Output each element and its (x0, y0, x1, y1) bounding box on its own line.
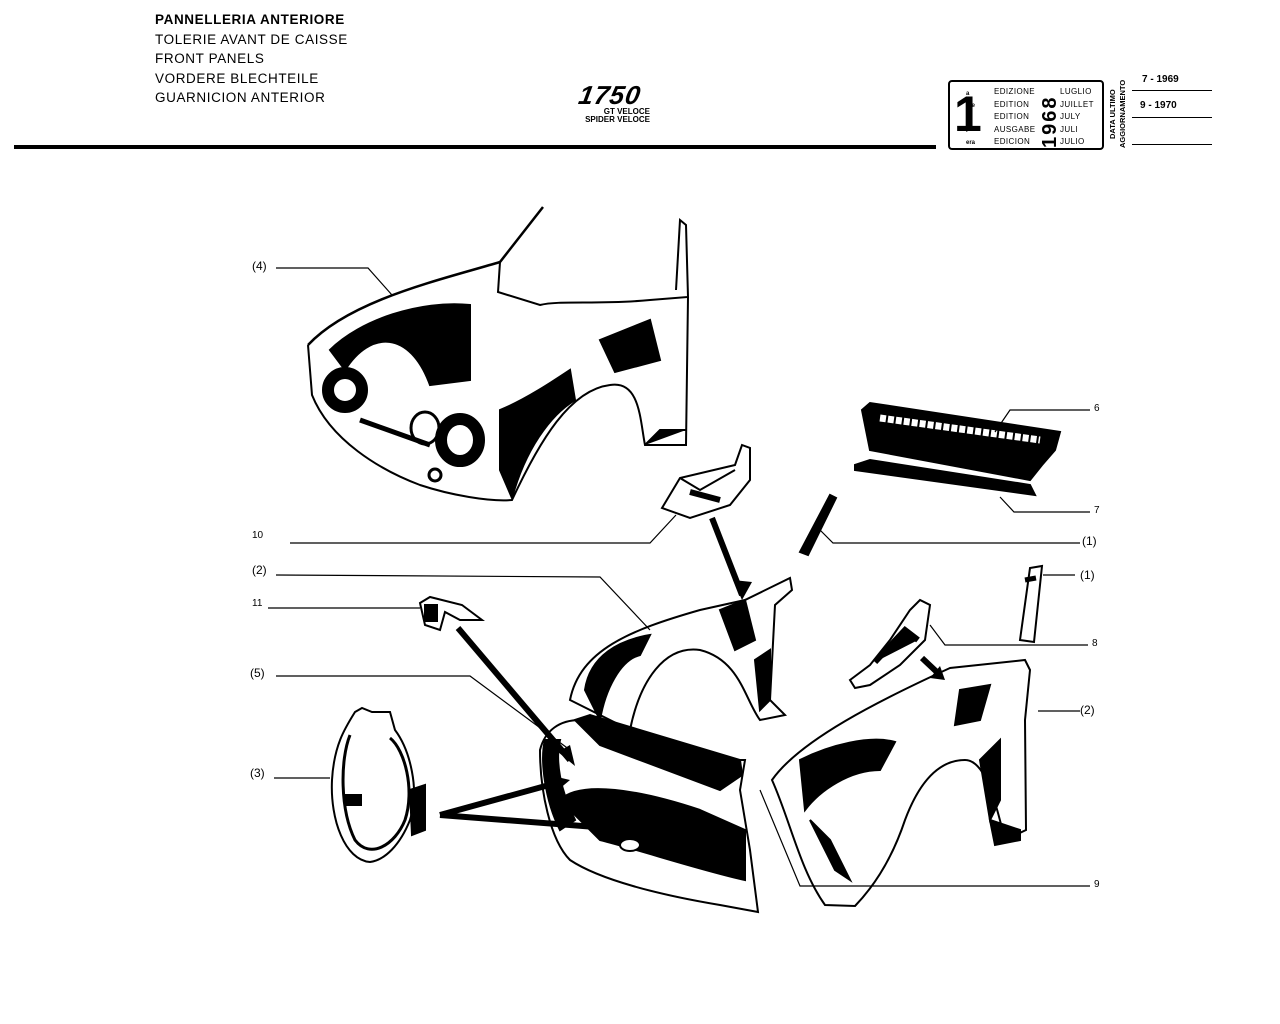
edition-months: LUGLIO JUILLET JULY JULI JULIO (1060, 87, 1094, 146)
update-date-2: 9 - 1970 (1140, 100, 1177, 111)
callout-9: 9 (1094, 879, 1100, 890)
callout-11: 11 (252, 598, 263, 609)
title-english: FRONT PANELS (155, 51, 265, 66)
header-rule (14, 145, 936, 149)
update-line-3 (1132, 144, 1212, 145)
model-variant-gt: GT VELOCE (603, 107, 650, 116)
model-variant-spider: SPIDER VELOCE (585, 115, 650, 124)
title-german: VORDERE BLECHTEILE (155, 70, 319, 86)
edition-number: 1 (954, 86, 982, 142)
headlamp-ring (330, 706, 426, 864)
bracket-10 (660, 443, 751, 520)
bracket-11 (418, 595, 485, 632)
title-block: PANNELLERIA ANTERIORE TOLERIE AVANT DE C… (155, 10, 348, 108)
callout-2-left: (2) (252, 563, 267, 577)
callout-3: (3) (250, 766, 265, 780)
bracket-8 (848, 598, 932, 690)
cowl-panel (854, 401, 1062, 497)
seal-strip-right (1018, 564, 1044, 644)
callout-1-right: (1) (1080, 568, 1095, 582)
callout-8: 8 (1092, 638, 1098, 649)
callout-7: 7 (1094, 505, 1100, 516)
callout-6: 6 (1094, 403, 1100, 414)
title-french: TOLERIE AVANT DE CAISSE (155, 31, 348, 47)
edition-box (948, 80, 1104, 150)
title-italian: PANNELLERIA ANTERIORE (155, 12, 345, 27)
callout-4: (4) (252, 259, 267, 273)
front-body-assembly (307, 206, 690, 502)
title-spanish: GUARNICION ANTERIOR (155, 90, 326, 105)
edition-words: EDIZIONE EDITION EDITION AUSGABE EDICION (994, 87, 1036, 146)
seal-strip-upper (798, 493, 838, 557)
update-date-1: 7 - 1969 (1142, 74, 1179, 85)
callout-1-upper: (1) (1082, 534, 1097, 548)
front-fender-right (770, 658, 1032, 908)
front-panel (538, 713, 760, 914)
front-fender-left (568, 576, 794, 732)
model-block: 1750 GT VELOCE SPIDER VELOCE (560, 80, 660, 124)
update-line-2 (1132, 117, 1212, 118)
callout-10: 10 (252, 530, 264, 541)
update-line-1 (1132, 90, 1212, 91)
edition-suffixes: a ère st . era (966, 91, 976, 147)
callout-5: (5) (250, 666, 265, 680)
callout-2-right: (2) (1080, 703, 1095, 717)
